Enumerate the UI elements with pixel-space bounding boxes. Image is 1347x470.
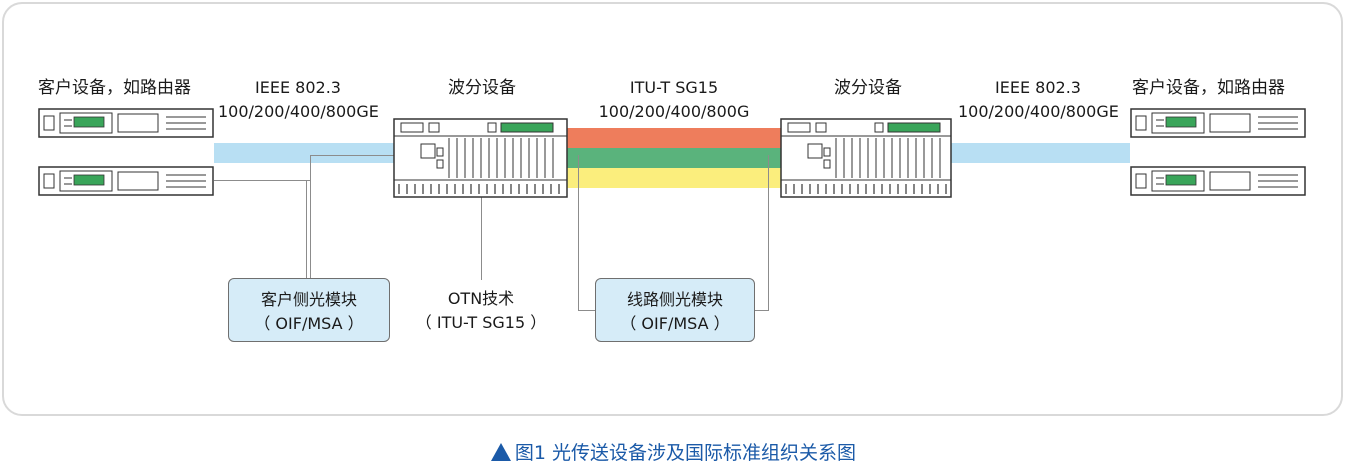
client-device-label-left: 客户设备，如路由器: [38, 78, 191, 98]
client-module-leader-1: [306, 180, 307, 278]
otn-label-line1: OTN技术: [447, 289, 515, 308]
line-module-leader-left: [578, 155, 579, 311]
otn-leader: [481, 196, 482, 280]
client-module-title: 客户侧光模块: [260, 290, 357, 309]
ieee-label-left-line2: 100/200/400/800GE: [218, 102, 379, 121]
line-module-leader-right-h: [754, 310, 768, 311]
router-icon-right-2: [1130, 166, 1306, 196]
line-wavelength-yellow: [566, 168, 782, 188]
line-module-title: 线路侧光模块: [626, 290, 723, 309]
ieee-label-left-line1: IEEE 802.3: [255, 78, 341, 97]
line-module-leader-left-h: [578, 310, 596, 311]
figure-caption-text: 图1 光传送设备涉及国际标准组织关系图: [514, 442, 857, 464]
otn-label-line2: （ ITU-T SG15 ）: [415, 313, 547, 332]
wdm-label-left: 波分设备: [448, 78, 516, 98]
client-device-label-right: 客户设备，如路由器: [1132, 78, 1285, 98]
itu-label-line1: ITU-T SG15: [629, 78, 719, 97]
client-link-line: [214, 180, 310, 181]
client-signal-band-right: [948, 143, 1130, 163]
router-icon-right-1: [1130, 108, 1306, 138]
itu-label-line2: 100/200/400/800G: [598, 102, 750, 121]
wdm-device-icon-left: [393, 118, 568, 198]
wdm-label-right: 波分设备: [834, 78, 902, 98]
line-module-box: 线路侧光模块 （ OIF/MSA ）: [595, 278, 755, 342]
wdm-device-icon-right: [780, 118, 952, 198]
router-icon-left-2: [38, 166, 214, 196]
client-module-box: 客户侧光模块 （ OIF/MSA ）: [228, 278, 390, 342]
line-module-standard: （ OIF/MSA ）: [620, 314, 730, 333]
ieee-label-right-line2: 100/200/400/800GE: [958, 102, 1119, 121]
figure-caption: 图1 光传送设备涉及国际标准组织关系图: [0, 440, 1347, 466]
triangle-icon: [490, 443, 511, 461]
client-module-standard: （ OIF/MSA ）: [254, 314, 364, 333]
line-module-leader-right: [768, 155, 769, 311]
line-wavelength-green: [566, 148, 782, 168]
client-module-leader-2: [310, 155, 400, 156]
client-signal-band-left: [214, 143, 400, 163]
diagram-frame: [2, 2, 1343, 416]
line-wavelength-red: [566, 128, 782, 148]
client-module-leader-3: [310, 155, 311, 278]
router-icon-left-1: [38, 108, 214, 138]
ieee-label-right-line1: IEEE 802.3: [995, 78, 1081, 97]
